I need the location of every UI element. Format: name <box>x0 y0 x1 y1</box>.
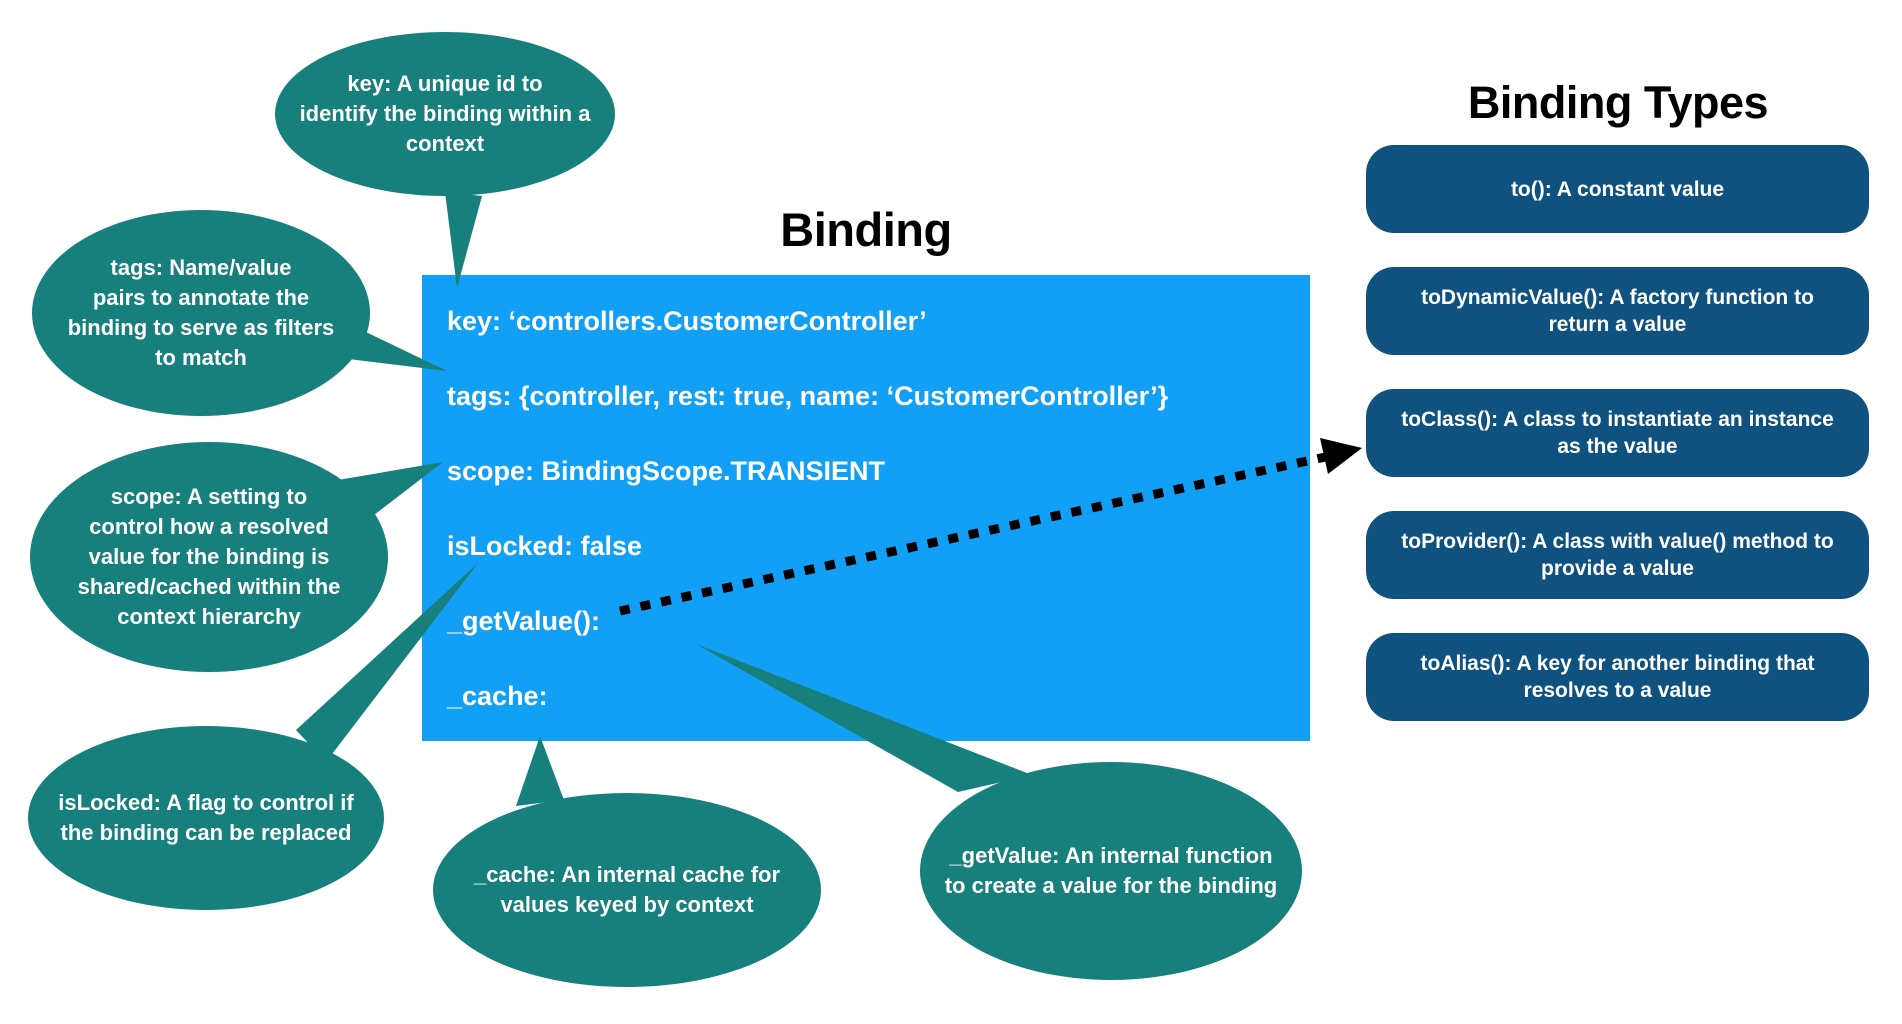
getvalue-callout-text: _getValue: An internal function <box>949 843 1273 868</box>
cache-callout-text: _cache: An internal cache for <box>473 862 781 887</box>
getvalue-callout-text: to create a value for the binding <box>944 873 1278 898</box>
key-callout-text: identify the binding within a <box>299 101 591 126</box>
key-callout-text: context <box>405 131 485 156</box>
binding-type-toprovider-text: toProvider(): A class with value() metho… <box>1401 530 1834 553</box>
tags-callout-text: pairs to annotate the <box>92 285 310 310</box>
binding-type-todynamicvalue-text: toDynamicValue(): A factory function to <box>1421 286 1814 309</box>
tags-callout-text: tags: Name/value <box>110 255 292 280</box>
islocked-callout-text: isLocked: A flag to control if <box>58 790 354 815</box>
cache-callout-tail <box>516 736 564 806</box>
binding-type-todynamicvalue: toDynamicValue(): A factory function to … <box>1366 267 1869 355</box>
binding-type-toalias-text: resolves to a value <box>1523 679 1712 702</box>
scope-callout-text: value for the binding is <box>88 544 330 569</box>
binding-type-to: to(): A constant value <box>1366 145 1869 233</box>
key-callout-tail <box>445 192 482 288</box>
tags-callout: tags: Name/value pairs to annotate the b… <box>32 210 370 416</box>
islocked-callout: isLocked: A flag to control if the bindi… <box>28 726 384 910</box>
binding-type-toclass-text: as the value <box>1557 435 1678 458</box>
scope-callout-text: context hierarchy <box>117 604 301 629</box>
binding-box: key: ‘controllers.CustomerController’ ta… <box>422 275 1310 741</box>
binding-type-todynamicvalue-text: return a value <box>1548 313 1687 336</box>
binding-type-toprovider: toProvider(): A class with value() metho… <box>1366 511 1869 599</box>
binding-line-getvalue: _getValue(): <box>447 606 601 636</box>
scope-callout-text: shared/cached within the <box>77 574 341 599</box>
binding-line-scope: scope: BindingScope.TRANSIENT <box>447 456 886 486</box>
scope-callout-text: scope: A setting to <box>110 484 308 509</box>
islocked-callout-text: the binding can be replaced <box>60 820 352 845</box>
binding-title: Binding <box>780 203 952 256</box>
binding-line-tags: tags: {controller, rest: true, name: ‘Cu… <box>447 381 1169 411</box>
key-callout: key: A unique id to identify the binding… <box>275 32 615 196</box>
tags-callout-text: to match <box>155 345 247 370</box>
cache-callout-text: values keyed by context <box>500 892 754 917</box>
binding-type-toalias-text: toAlias(): A key for another binding tha… <box>1420 652 1815 675</box>
dotted-arrow-head <box>1320 438 1362 474</box>
binding-line-islocked: isLocked: false <box>447 531 643 561</box>
binding-line-key: key: ‘controllers.CustomerController’ <box>447 306 927 336</box>
key-callout-text: key: A unique id to <box>347 71 543 96</box>
tags-callout-text: binding to serve as filters <box>67 315 335 340</box>
binding-line-cache: _cache: <box>447 681 548 711</box>
binding-type-toclass-text: toClass(): A class to instantiate an ins… <box>1401 408 1834 431</box>
binding-type-to-text: to(): A constant value <box>1510 177 1725 201</box>
scope-callout-text: control how a resolved <box>89 514 329 539</box>
binding-type-toprovider-text: provide a value <box>1541 557 1694 580</box>
getvalue-callout: _getValue: An internal function to creat… <box>920 762 1302 980</box>
binding-type-toalias: toAlias(): A key for another binding tha… <box>1366 633 1869 721</box>
scope-callout: scope: A setting to control how a resolv… <box>30 442 388 672</box>
cache-callout: _cache: An internal cache for values key… <box>433 793 821 987</box>
binding-type-toclass: toClass(): A class to instantiate an ins… <box>1366 389 1869 477</box>
binding-types-title: Binding Types <box>1467 77 1769 128</box>
